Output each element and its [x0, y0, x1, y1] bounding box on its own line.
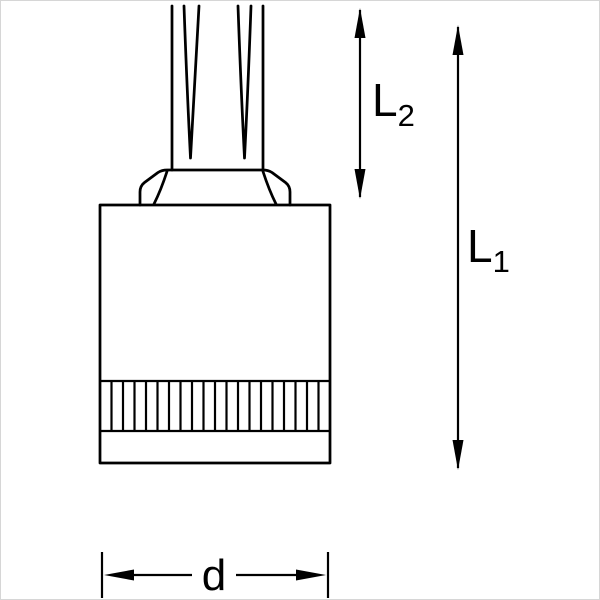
arrow-left-icon	[104, 569, 134, 581]
knurl-lines	[110, 381, 320, 431]
arrow-up-icon	[354, 8, 366, 38]
dimension-d: d	[100, 551, 330, 600]
bit-shaft	[170, 4, 265, 172]
arrow-right-icon	[296, 569, 326, 581]
dimension-label-l1: L1	[467, 220, 510, 279]
socket-body	[98, 203, 332, 465]
bit-flute-right	[236, 4, 253, 160]
dimension-l2: L2	[354, 8, 415, 199]
hex-facet-right	[261, 170, 278, 206]
bit-flute-left	[182, 4, 201, 160]
socket-body-outline	[98, 203, 332, 465]
dimension-l1: L1	[452, 25, 510, 470]
arrow-down-icon	[452, 440, 464, 470]
arrow-down-icon	[354, 169, 366, 199]
arrow-up-icon	[452, 25, 464, 55]
hex-collar-outline	[138, 168, 292, 207]
dimension-label-d: d	[202, 551, 226, 600]
hex-facet-left	[152, 170, 169, 206]
dimension-label-l2: L2	[372, 74, 415, 133]
hex-collar	[138, 168, 292, 207]
